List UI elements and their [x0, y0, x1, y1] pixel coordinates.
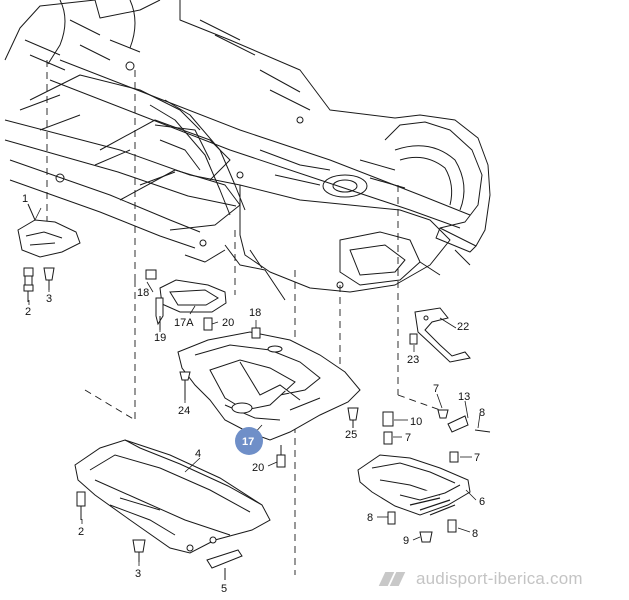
- part-17A-bracket: [145, 269, 227, 331]
- callout-8: 8: [472, 528, 478, 540]
- callout-7: 7: [474, 452, 480, 464]
- callout-20: 20: [252, 462, 264, 474]
- callout-20: 20: [222, 317, 234, 329]
- vehicle-underbody: [4, 0, 491, 301]
- part-1-shield: [17, 203, 81, 258]
- callout-6: 6: [479, 496, 485, 508]
- callout-3: 3: [135, 568, 141, 580]
- callout-17: 17: [242, 436, 254, 448]
- callout-22: 22: [457, 321, 469, 333]
- fasteners-7-8-10-13: [382, 409, 491, 463]
- callout-17A: 17A: [174, 317, 194, 329]
- part-5-clip: [206, 549, 243, 580]
- callout-8: 8: [367, 512, 373, 524]
- callout-7: 7: [433, 383, 439, 395]
- callout-4: 4: [195, 448, 201, 460]
- callout-8: 8: [479, 407, 485, 419]
- callout-2: 2: [78, 526, 84, 538]
- watermark-logo-icon: [378, 572, 410, 586]
- callout-19: 19: [154, 332, 166, 344]
- part-6-rear-shield: [357, 454, 471, 543]
- leader-lines: [28, 207, 481, 580]
- part-4-front-cover: [74, 439, 271, 562]
- callout-25: 25: [345, 429, 357, 441]
- callout-7: 7: [405, 432, 411, 444]
- part-17-underbody-cover: [177, 327, 361, 441]
- callout-5: 5: [221, 583, 227, 595]
- watermark: audisport-iberica.com: [378, 568, 583, 590]
- callout-24: 24: [178, 405, 190, 417]
- callout-1: 1: [22, 193, 28, 205]
- callout-3: 3: [46, 293, 52, 305]
- callout-18: 18: [249, 307, 261, 319]
- callout-9: 9: [403, 535, 409, 547]
- callout-labels: 1 2 3 18 17A 19 20 18 24 17 20 25 22 23 …: [22, 193, 485, 595]
- callout-10: 10: [410, 416, 422, 428]
- callout-18: 18: [137, 287, 149, 299]
- part-22-bracket: [409, 307, 471, 363]
- callout-13: 13: [458, 391, 470, 403]
- fasteners-24-25-20: [179, 371, 359, 468]
- callout-23: 23: [407, 354, 419, 366]
- callout-2: 2: [25, 306, 31, 318]
- highlight-marker: [235, 427, 263, 455]
- watermark-text: audisport-iberica.com: [416, 569, 583, 588]
